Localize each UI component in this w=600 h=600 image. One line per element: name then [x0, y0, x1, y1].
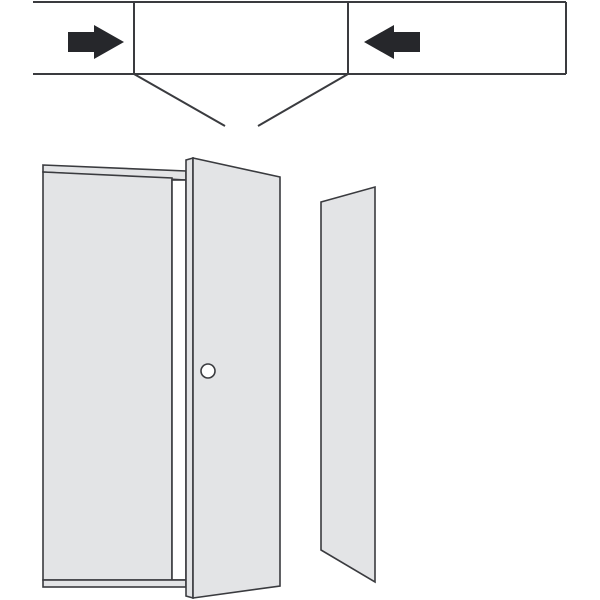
arrow-left-icon — [364, 25, 420, 59]
open-door[interactable] — [185, 156, 281, 600]
arrow-right-icon — [68, 25, 124, 59]
cabinet-opening — [171, 179, 187, 581]
door-edge — [185, 156, 194, 600]
cabinet-side-panel — [42, 171, 173, 581]
cabinet — [42, 164, 187, 588]
top-view-plan — [33, 1, 567, 127]
loose-door-panel — [320, 185, 376, 584]
door-front — [192, 157, 281, 599]
callout-line-left — [133, 73, 226, 127]
door-knob[interactable] — [200, 363, 216, 379]
callout-line-right — [257, 73, 349, 127]
cabinet-bottom-rail — [42, 579, 187, 588]
